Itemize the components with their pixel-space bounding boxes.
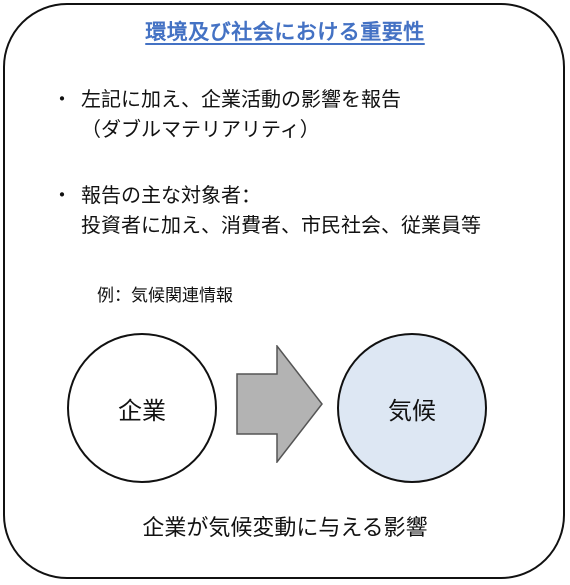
arrow-shape — [236, 345, 323, 463]
company-circle: 企業 — [67, 333, 217, 483]
bullet-line: （ダブルマテリアリティ） — [81, 117, 320, 141]
diagram-caption: 企業が気候変動に与える影響 — [142, 516, 428, 541]
climate-label: 気候 — [388, 396, 436, 425]
example-label: 例：気候関連情報 — [97, 286, 233, 306]
bullet-double-materiality: ・ 左記に加え、企業活動の影響を報告 （ダブルマテリアリティ） — [52, 84, 401, 144]
bullet-target-audience: ・ 報告の主な対象者： 投資者に加え、消費者、市民社会、従業員等 — [52, 180, 481, 240]
bullet-line: 左記に加え、企業活動の影響を報告 — [81, 87, 401, 111]
bullet-marker: ・ — [52, 87, 72, 111]
bullet-marker: ・ — [52, 183, 72, 207]
climate-circle: 気候 — [337, 333, 487, 483]
impact-arrow-icon — [236, 345, 323, 463]
rounded-frame — [3, 3, 565, 579]
bullet-line: 報告の主な対象者： — [81, 183, 261, 207]
page-title: 環境及び社会における重要性 — [145, 20, 425, 44]
bullet-line: 投資者に加え、消費者、市民社会、従業員等 — [81, 213, 481, 237]
company-label: 企業 — [118, 396, 166, 425]
